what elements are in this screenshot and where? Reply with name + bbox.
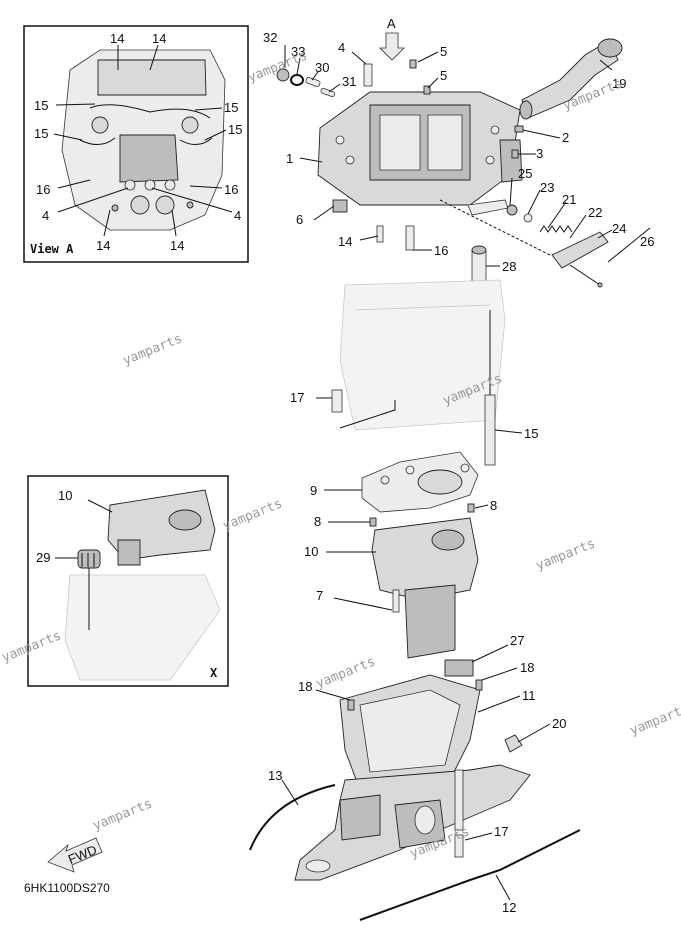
part-callout: 22	[588, 205, 602, 220]
view-a-label: 14	[110, 31, 124, 46]
view-x-label: 10	[58, 488, 72, 503]
view-a-label: 4	[234, 208, 241, 223]
part-callout: 20	[552, 716, 566, 731]
lower-case: 27 18 18 11 20 13 17 12	[249, 633, 581, 921]
part-callout: 21	[562, 192, 576, 207]
part-callout: 12	[502, 900, 516, 915]
part-callout: 32	[263, 30, 277, 45]
part-callout: 23	[540, 180, 554, 195]
part-callout: 18	[298, 679, 312, 694]
part-callout: 28	[502, 259, 516, 274]
part-callout: 10	[304, 544, 318, 559]
part-callout: 7	[316, 588, 323, 603]
view-a-label: 14	[152, 31, 166, 46]
diagram-code: 6HK1100DS270	[24, 881, 110, 895]
part-callout: 27	[510, 633, 524, 648]
part-callout: 30	[315, 60, 329, 75]
part-callout: 14	[338, 234, 352, 249]
view-a-inset: 14 14 15 15 15 15 16 16 4 4 14 14 View A	[23, 25, 249, 263]
part-callout: 8	[314, 514, 321, 529]
watermark: yamparts	[534, 536, 598, 573]
part-callout: 4	[338, 40, 345, 55]
part-callout: 8	[490, 498, 497, 513]
view-a-label: 4	[42, 208, 49, 223]
view-a-label: 15	[34, 126, 48, 141]
part-callout: 25	[518, 166, 532, 181]
watermark: yamparts	[246, 48, 310, 85]
view-a-label: 16	[36, 182, 50, 197]
fwd-label: FWD	[66, 842, 99, 867]
part-callout: 5	[440, 44, 447, 59]
view-x-title: X	[210, 666, 218, 680]
view-x-label: 29	[36, 550, 50, 565]
watermark: yamparts	[314, 654, 378, 691]
fwd-arrow: FWD	[47, 837, 103, 873]
part-callout: 17	[494, 824, 508, 839]
muffler-section: 17 15	[290, 279, 538, 466]
part-callout: 26	[640, 234, 654, 249]
watermark: yamparts	[91, 796, 155, 833]
view-a-label: 15	[34, 98, 48, 113]
part-callout: 11	[522, 688, 536, 703]
part-callout: 9	[310, 483, 317, 498]
watermark: yamparts	[121, 331, 185, 368]
watermark: yamparts	[628, 701, 681, 738]
part-callout: 5	[440, 68, 447, 83]
part-callout: 15	[524, 426, 538, 441]
view-x-inset: 10 29 X	[27, 475, 229, 687]
watermark: yamparts	[221, 496, 285, 533]
part-callout: 17	[290, 390, 304, 405]
part-callout: 2	[562, 130, 569, 145]
part-callout: 3	[536, 146, 543, 161]
part-callout: 16	[434, 243, 448, 258]
view-a-label: 14	[170, 238, 184, 253]
part-callout: 24	[612, 221, 626, 236]
upper-casing-assembly: A	[263, 16, 654, 291]
part-callout: 1	[286, 151, 293, 166]
direction-marker: A	[387, 16, 396, 31]
part-callout: 18	[520, 660, 534, 675]
view-a-label: 16	[224, 182, 238, 197]
part-callout: 6	[296, 212, 303, 227]
gasket-and-case: 9 8 8 10 7	[304, 451, 497, 659]
view-a-title: View A	[30, 242, 74, 256]
part-callout: 31	[342, 74, 356, 89]
part-callout: 13	[268, 768, 282, 783]
view-a-label: 14	[96, 238, 110, 253]
part-callout: 33	[291, 44, 305, 59]
view-a-label: 15	[224, 100, 238, 115]
part-callout: 19	[612, 76, 626, 91]
view-a-label: 15	[228, 122, 242, 137]
